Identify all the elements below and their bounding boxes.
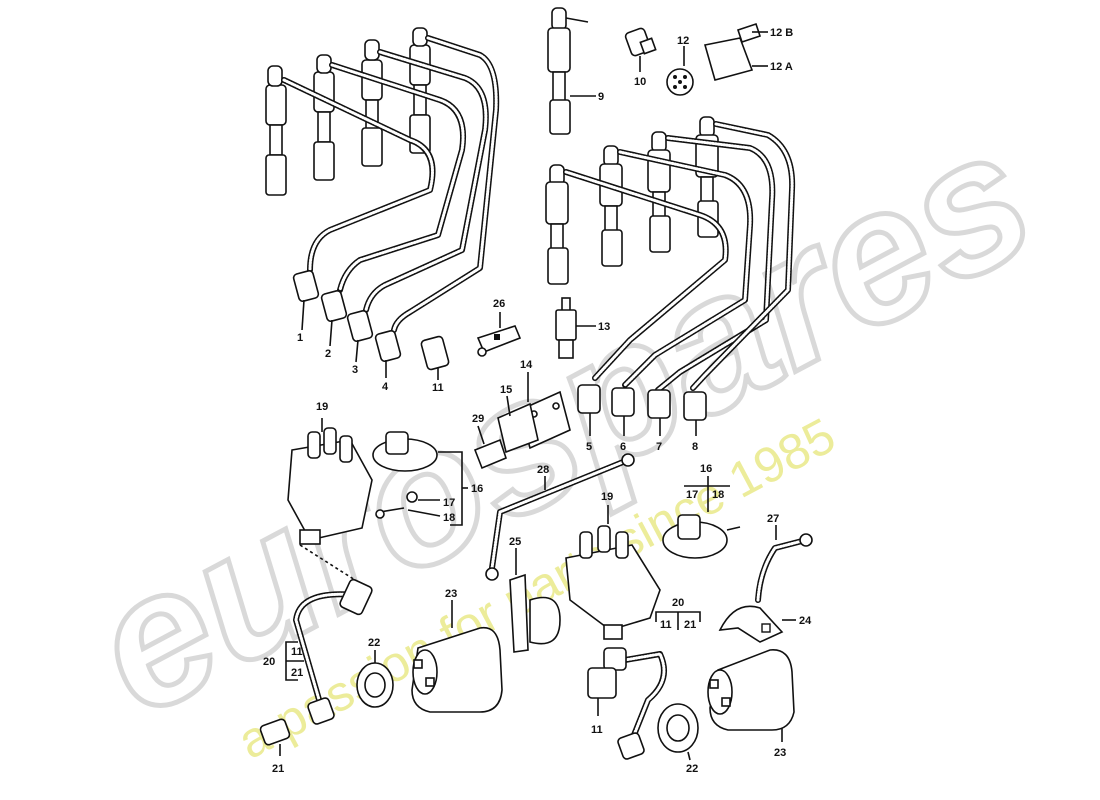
lead-set-right: 5 6 7 8 [545, 116, 796, 453]
callout-4: 4 [382, 381, 389, 393]
callout-20-b: 20 [672, 597, 684, 609]
callout-18-a: 18 [443, 512, 455, 524]
connector-12: 12 12 B 12 A [666, 22, 793, 96]
coil-lead-right: 11 20 11 21 [587, 597, 701, 760]
callout-13: 13 [598, 321, 610, 333]
callout-6: 6 [620, 441, 626, 453]
coil-lead-left: 21 20 11 21 [259, 544, 373, 775]
lead-end-8 [683, 391, 707, 421]
callout-14: 14 [520, 359, 533, 371]
rotor-16-right: 16 17 18 [662, 463, 741, 559]
callout-11-a: 11 [432, 382, 444, 394]
callout-11-c: 11 [591, 724, 603, 736]
callout-25: 25 [509, 536, 521, 548]
plug-boot-right-5 [545, 164, 569, 285]
callout-11-b: 11 [291, 646, 303, 658]
spark-plug-13: 13 [555, 297, 610, 359]
callout-20-a: 20 [263, 656, 275, 668]
callout-27: 27 [767, 513, 779, 525]
callout-17-b: 17 [686, 489, 698, 501]
single-boot-9: 9 [547, 7, 604, 135]
callout-22-a: 22 [368, 637, 380, 649]
callout-24: 24 [799, 615, 812, 627]
callout-21-c: 21 [684, 619, 696, 631]
callout-3: 3 [352, 364, 358, 376]
lead-end-3 [346, 309, 374, 343]
callout-12: 12 [677, 35, 689, 47]
plug-boot-left-1 [265, 65, 287, 196]
callout-15: 15 [500, 384, 512, 396]
lead-end-2 [320, 289, 348, 323]
callout-29: 29 [472, 413, 484, 425]
lead-end-4 [374, 329, 402, 363]
callout-12-a: 12 A [770, 61, 793, 73]
lead-end-11 [420, 335, 450, 371]
callout-9: 9 [598, 91, 604, 103]
lead-end-5 [577, 384, 601, 414]
callout-17-a: 17 [443, 497, 455, 509]
strap-27: 27 [755, 513, 813, 603]
callout-19-b: 19 [601, 491, 613, 503]
callout-21-a: 21 [272, 763, 284, 775]
bracket-15: 15 [497, 384, 539, 454]
callout-2: 2 [325, 348, 331, 360]
callout-7: 7 [656, 441, 662, 453]
rotor-16-left: 16 17 18 [372, 431, 483, 526]
callout-21-b: 21 [291, 667, 303, 679]
callout-12-b: 12 B [770, 27, 793, 39]
plug-boot-right-6 [599, 145, 623, 267]
plug-boot-left-2 [313, 54, 335, 181]
bushing-22-left: 22 [356, 637, 394, 708]
callout-16-b: 16 [700, 463, 712, 475]
callout-1: 1 [297, 332, 303, 344]
clamp-25: 25 [509, 536, 561, 653]
connector-10: 10 [624, 27, 657, 88]
plug-boot-right-7 [647, 131, 671, 253]
lead-end-7 [647, 389, 671, 419]
callout-19-a: 19 [316, 401, 328, 413]
plug-boot-left-3 [361, 39, 383, 167]
ground-strap-28: 28 [485, 453, 635, 581]
callout-28: 28 [537, 464, 549, 476]
callout-23-b: 23 [774, 747, 786, 759]
bushing-22-right: 22 [657, 703, 699, 775]
callout-18-b: 18 [712, 489, 724, 501]
callout-10: 10 [634, 76, 646, 88]
coil-23-right: 23 [707, 649, 795, 759]
callout-8: 8 [692, 441, 698, 453]
clip-29: 29 [472, 413, 507, 470]
bracket-24: 24 [718, 605, 812, 643]
plug-boot-left-4 [409, 27, 431, 154]
distributor-right: 19 [565, 491, 661, 640]
distributor-left: 19 [287, 401, 373, 545]
lead-end-1 [292, 269, 320, 303]
callout-16-a: 16 [471, 483, 483, 495]
lead-set-left: 1 2 3 4 11 [265, 27, 500, 394]
callout-26: 26 [493, 298, 505, 310]
callout-22-b: 22 [686, 763, 698, 775]
coil-23-left: 23 [411, 588, 503, 713]
callout-11-d: 11 [660, 619, 672, 631]
callout-5: 5 [586, 441, 592, 453]
lead-end-6 [611, 387, 635, 417]
callout-23-a: 23 [445, 588, 457, 600]
part-26: 26 [476, 298, 522, 357]
